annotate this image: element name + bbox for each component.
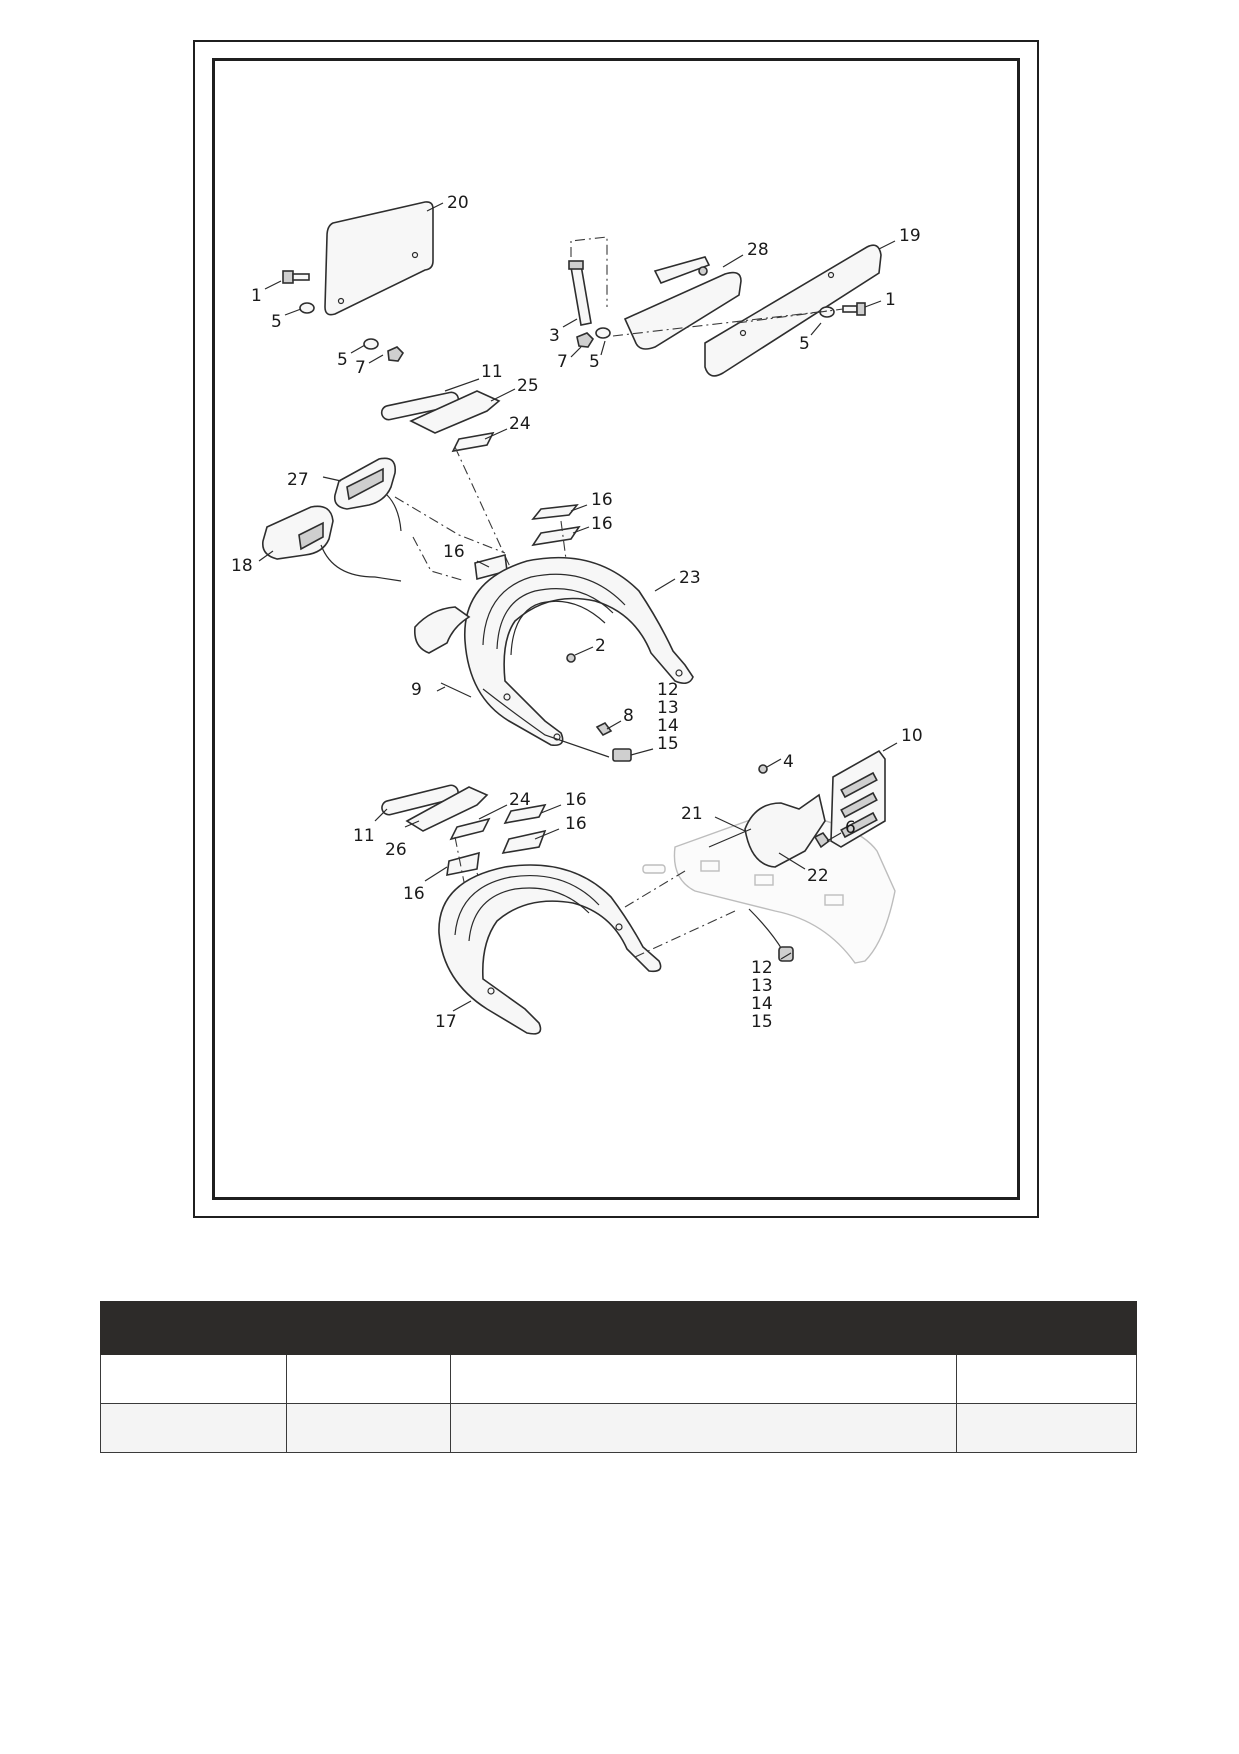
callout-6: 6	[845, 818, 856, 838]
callout-10: 10	[901, 726, 923, 746]
part-1-bolt-right	[842, 302, 866, 316]
part-1-bolt-left	[282, 270, 310, 284]
callout-1: 1	[885, 290, 896, 310]
part-10-plate-bracket	[830, 749, 886, 848]
callout-7: 7	[355, 358, 366, 378]
part-4-screw	[758, 764, 768, 774]
callout-16: 16	[565, 814, 587, 834]
part-20-plate	[324, 201, 434, 316]
part-3-bolt	[568, 260, 592, 326]
table-header-row	[100, 1301, 1137, 1355]
table-cell	[450, 1354, 957, 1404]
table-header-cell	[956, 1301, 1137, 1355]
callout-13: 13	[657, 698, 679, 718]
callout-9: 9	[411, 680, 422, 700]
part-8-clip	[595, 721, 613, 737]
callout-18: 18	[231, 556, 253, 576]
callout-26: 26	[385, 840, 407, 860]
callout-14: 14	[657, 716, 679, 736]
part-5-washer-right	[595, 306, 835, 339]
part-17-fender	[438, 864, 662, 1035]
part-7-nut-right	[576, 332, 595, 348]
callout-15: 15	[657, 734, 679, 754]
callout-27: 27	[287, 470, 309, 490]
callout-5: 5	[799, 334, 810, 354]
harness-connector-lower	[748, 908, 794, 962]
callout-7: 7	[557, 352, 568, 372]
callout-15: 15	[751, 1012, 773, 1032]
callout-20: 20	[447, 193, 469, 213]
part-18-lamp	[261, 505, 334, 560]
callout-2: 2	[595, 636, 606, 656]
table-cell	[450, 1403, 957, 1453]
callout-4: 4	[783, 752, 794, 772]
part-2-screw	[566, 653, 576, 663]
part-11-reflector-lower	[381, 784, 459, 816]
exploded-parts-diagram: 20 1 5 5 7 28 19 3 1 7 5 5 11 25 24 27 1…	[231, 193, 923, 1035]
part-27-lamp	[333, 457, 396, 510]
part-16-pads-upper	[474, 503, 581, 581]
parts-table	[100, 1301, 1137, 1453]
table-cell	[100, 1403, 287, 1453]
callout-28: 28	[747, 240, 769, 260]
part-24-pad-lower	[449, 817, 491, 841]
part-24-pad-upper	[451, 431, 495, 453]
callout-16: 16	[591, 490, 613, 510]
part-16-pads-lower	[446, 803, 547, 877]
part-5-washer-left	[299, 302, 379, 350]
callout-24: 24	[509, 414, 531, 434]
part-11-reflector-upper	[380, 391, 460, 421]
callout-19: 19	[899, 226, 921, 246]
callout-24: 24	[509, 790, 531, 810]
table-row	[100, 1354, 1137, 1404]
callout-11: 11	[353, 826, 375, 846]
callout-16: 16	[443, 542, 465, 562]
table-row	[100, 1403, 1137, 1453]
table-cell	[956, 1354, 1137, 1404]
callout-21: 21	[681, 804, 703, 824]
callout-16: 16	[591, 514, 613, 534]
callout-1: 1	[251, 286, 262, 306]
diagram-outer-frame: 20 1 5 5 7 28 19 3 1 7 5 5 11 25 24 27 1…	[193, 40, 1039, 1218]
diagram-inner-frame: 20 1 5 5 7 28 19 3 1 7 5 5 11 25 24 27 1…	[212, 58, 1020, 1200]
callout-13: 13	[751, 976, 773, 996]
leader-lines	[258, 202, 898, 1012]
callout-16: 16	[565, 790, 587, 810]
callout-12: 12	[657, 680, 679, 700]
table-header-cell	[450, 1301, 957, 1355]
callout-16: 16	[403, 884, 425, 904]
part-19-plate	[704, 244, 882, 377]
callout-3: 3	[549, 326, 560, 346]
part-7-nut-left	[387, 346, 405, 362]
table-header-cell	[100, 1301, 287, 1355]
part-25-bracket	[409, 390, 501, 434]
part-28-bracket	[623, 256, 742, 350]
table-cell	[286, 1354, 451, 1404]
callout-23: 23	[679, 568, 701, 588]
callout-5: 5	[271, 312, 282, 332]
callout-8: 8	[623, 706, 634, 726]
table-cell	[956, 1403, 1137, 1453]
callout-22: 22	[807, 866, 829, 886]
callout-labels: 20 1 5 5 7 28 19 3 1 7 5 5 11 25 24 27 1…	[231, 193, 923, 1032]
part-23-fender	[413, 556, 694, 747]
callout-11: 11	[481, 362, 503, 382]
table-header-cell	[286, 1301, 451, 1355]
bolt-lower	[642, 864, 666, 874]
callout-5: 5	[589, 352, 600, 372]
part-26-bracket	[405, 786, 489, 832]
callout-12: 12	[751, 958, 773, 978]
part-6-nut	[813, 831, 831, 849]
callout-5: 5	[337, 350, 348, 370]
callout-17: 17	[435, 1012, 457, 1032]
table-cell	[100, 1354, 287, 1404]
part-21-22-lamp-assembly	[708, 793, 826, 868]
table-cell	[286, 1403, 451, 1453]
callout-14: 14	[751, 994, 773, 1014]
part-9-tie	[440, 682, 472, 698]
callout-25: 25	[517, 376, 539, 396]
